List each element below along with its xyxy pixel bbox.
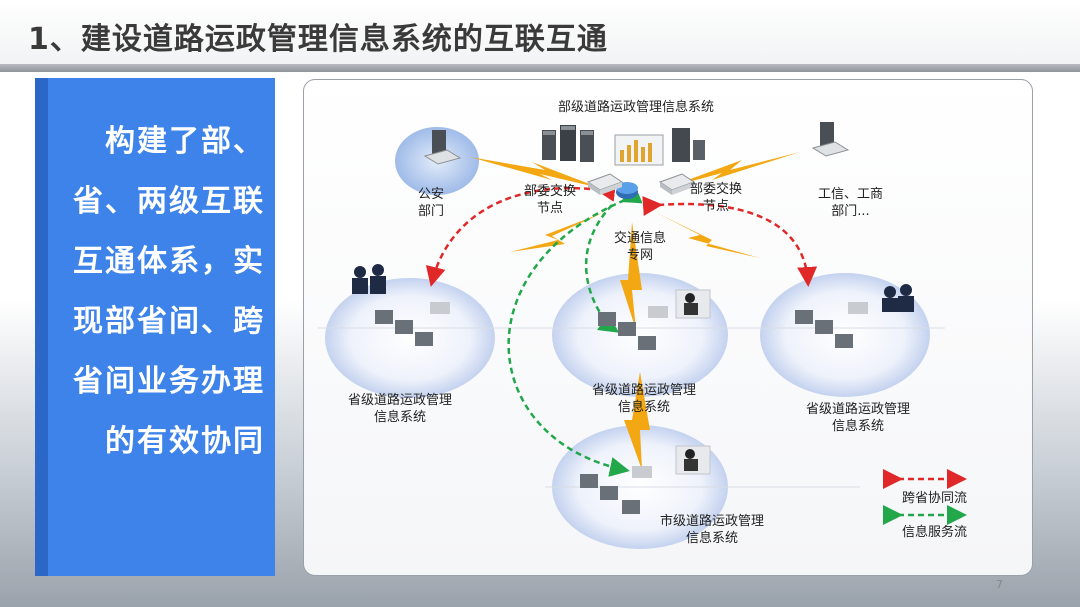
miit-label: 工信、工商部门... [818, 187, 884, 219]
province-mid-label: 省级道路运政管理信息系统 [592, 383, 697, 415]
province-left-label: 省级道路运政管理信息系统 [348, 393, 453, 425]
city-computers [580, 466, 652, 514]
miit-server-icon [811, 122, 850, 157]
province-mid-computers [598, 306, 668, 350]
slide-title: 1、建设道路运政管理信息系统的互联互通 [28, 22, 608, 57]
switch-left-label: 部委交换节点 [524, 184, 577, 216]
switch-right-icon [658, 173, 696, 195]
province-right-computers [795, 302, 868, 348]
page-number: 7 [996, 578, 1003, 591]
top-system-label: 部级道路运政管理信息系统 [558, 100, 715, 115]
switch-right-label: 部委交换节点 [690, 182, 743, 214]
province-right-label: 省级道路运政管理信息系统 [806, 402, 911, 434]
server-rack-icons [542, 125, 705, 166]
summary-text: 构建了部、省、两级互联互通体系，实现部省间、跨省间业务办理的有效协同 [73, 124, 265, 459]
title-bar: 1、建设道路运政管理信息系统的互联互通 [0, 0, 1080, 64]
officer-icon-right [882, 284, 914, 312]
title-divider [0, 64, 1080, 72]
province-left-halo [325, 278, 495, 398]
police-server-icon [423, 130, 462, 165]
officer-icon-left [352, 264, 386, 294]
operator-photo-mid [675, 289, 711, 319]
traffic-net-label: 交通信息专网 [614, 231, 667, 263]
legend-cross-province-label: 跨省协同流 [902, 491, 968, 506]
city-label: 市级道路运政管理信息系统 [660, 514, 765, 546]
summary-panel [35, 78, 275, 576]
legend-info-service-label: 信息服务流 [902, 525, 968, 540]
panel-accent-strip [35, 78, 48, 576]
switch-left-icon [586, 173, 624, 195]
operator-photo-city [675, 445, 711, 475]
police-label: 公安部门 [418, 187, 445, 219]
province-left-computers [375, 302, 450, 346]
